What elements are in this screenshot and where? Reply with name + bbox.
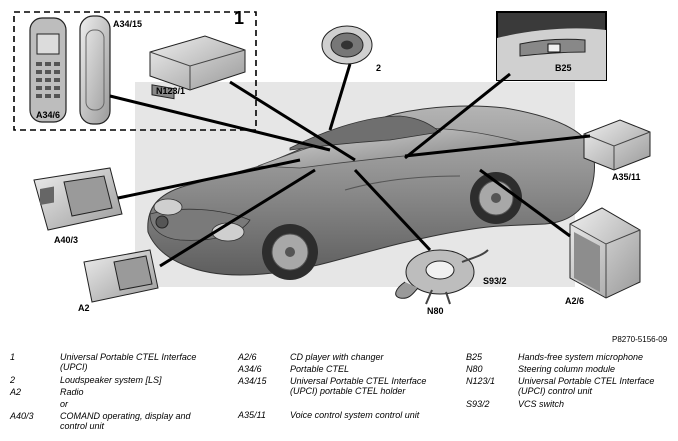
legend-code: A40/3 bbox=[10, 411, 34, 421]
callout-n80: N80 bbox=[427, 306, 444, 316]
legend-code: N123/1 bbox=[466, 376, 496, 386]
group-1-dashed-box bbox=[13, 11, 257, 131]
comand-display-unit bbox=[33, 167, 123, 231]
callout-b25: B25 bbox=[555, 63, 572, 73]
voice-control-unit bbox=[583, 119, 651, 171]
legend-code: A2/6 bbox=[238, 352, 257, 362]
legend-text: Portable CTEL bbox=[290, 364, 350, 374]
legend-text: Universal Portable CTEL Interface (UPCI)… bbox=[290, 376, 427, 396]
leader-lines bbox=[109, 63, 591, 268]
loudspeaker bbox=[321, 25, 373, 65]
cd-changer bbox=[569, 207, 641, 299]
legend-text: Voice control system control unit bbox=[290, 410, 420, 420]
legend-text: Universal Portable CTEL Interface (UPCI) bbox=[60, 352, 197, 372]
callout-group-1: 1 bbox=[234, 8, 245, 28]
callout-a2: A2 bbox=[78, 303, 90, 313]
legend-code: B25 bbox=[466, 352, 483, 362]
legend-code: A34/6 bbox=[238, 364, 262, 374]
figure-reference: P8270-5156-09 bbox=[612, 335, 668, 344]
legend-text: CD player with changer bbox=[290, 352, 384, 362]
legend-text: VCS switch bbox=[518, 399, 565, 409]
legend-code: N80 bbox=[466, 364, 483, 374]
radio-unit bbox=[83, 249, 159, 303]
callout-a34-15: A34/15 bbox=[113, 19, 143, 29]
legend-text: Radio bbox=[60, 387, 84, 397]
legend-text: Hands-free system microphone bbox=[518, 352, 644, 362]
microphone-inset bbox=[496, 11, 607, 81]
legend-code: 2 bbox=[10, 375, 16, 385]
legend-code: A35/11 bbox=[238, 410, 266, 420]
component-location-diagram bbox=[13, 11, 651, 305]
callout-speaker-2: 2 bbox=[376, 63, 382, 73]
portable-ctel-phone bbox=[29, 17, 67, 123]
legend-text: Universal Portable CTEL Interface (UPCI)… bbox=[518, 376, 655, 396]
legend-text: Steering column module bbox=[518, 364, 616, 374]
upci-control-unit bbox=[149, 35, 246, 100]
legend-text: or bbox=[60, 399, 69, 409]
ctel-holder bbox=[79, 15, 111, 125]
callout-a2-6: A2/6 bbox=[565, 296, 585, 306]
legend-code: S93/2 bbox=[466, 399, 490, 409]
legend-text: Loudspeaker system [LS] bbox=[60, 375, 162, 385]
callout-s93-2: S93/2 bbox=[483, 276, 507, 286]
callout-a40-3: A40/3 bbox=[54, 235, 79, 245]
legend-code: A2 bbox=[10, 387, 22, 397]
legend-text: COMAND operating, display and control un… bbox=[60, 411, 191, 431]
callout-a34-6: A34/6 bbox=[36, 110, 61, 120]
steering-column-module bbox=[395, 249, 489, 305]
callout-n123-1: N123/1 bbox=[156, 86, 186, 96]
legend-code: A34/15 bbox=[238, 376, 267, 386]
legend-code: 1 bbox=[10, 352, 16, 362]
callout-a35-11: A35/11 bbox=[612, 172, 641, 182]
